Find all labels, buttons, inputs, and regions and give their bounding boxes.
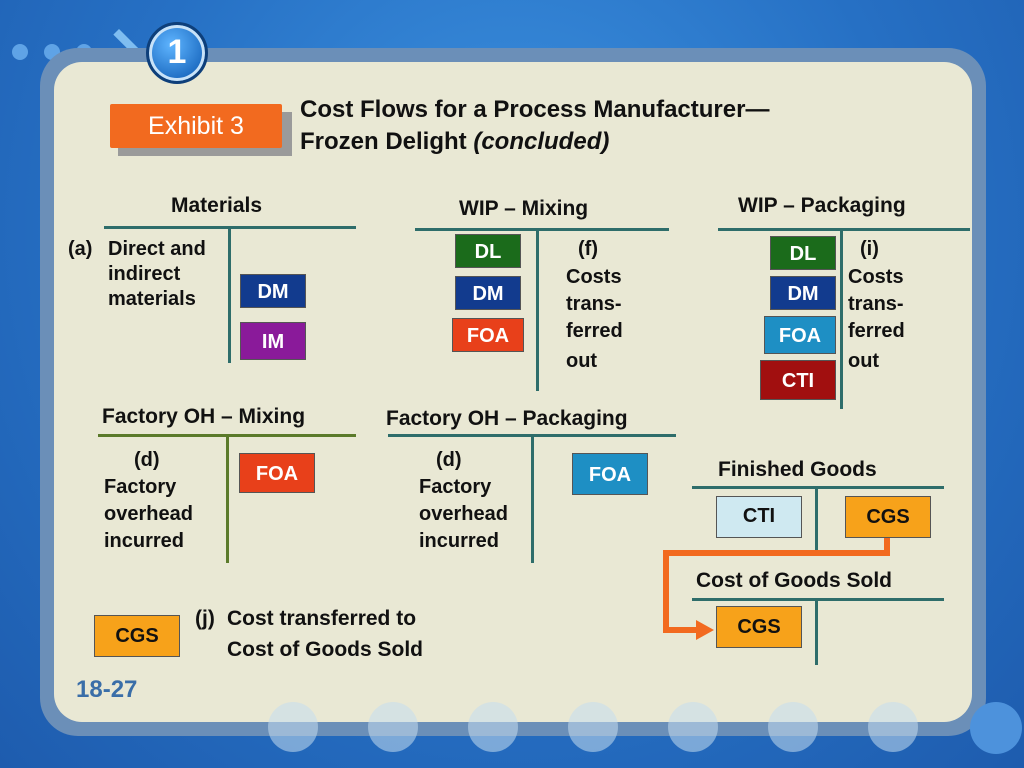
materials-text-2: indirect (108, 263, 181, 285)
materials-text-3: materials (108, 288, 196, 310)
materials-dm-box: DM (240, 274, 306, 308)
slide-number-badge: 1 (146, 22, 208, 84)
slide-title: Cost Flows for a Process Manufacturer— F… (300, 94, 769, 158)
cogs-t-top (692, 598, 944, 601)
cogs-t-stem (815, 599, 818, 665)
decor-dot (12, 44, 28, 60)
wip-packaging-t-stem (840, 229, 843, 409)
arrow-head-icon (696, 620, 714, 640)
materials-text-1: Direct and (108, 238, 206, 260)
exhibit-label: Exhibit 3 (110, 104, 282, 148)
foh-packaging-marker: (d) (436, 449, 462, 471)
foh-mixing-header: Factory OH – Mixing (102, 405, 306, 428)
page-number: 18-27 (76, 676, 138, 703)
title-line-2: Frozen Delight (concluded) (300, 126, 769, 158)
wip-packaging-header: WIP – Packaging (738, 194, 906, 217)
wip-packaging-cti-box: CTI (760, 360, 836, 400)
title-text: Frozen Delight (300, 128, 467, 155)
materials-im-box: IM (240, 322, 306, 360)
wip-mixing-marker: (f) (578, 238, 598, 260)
wip-mixing-foa-box: FOA (452, 318, 524, 352)
materials-marker: (a) (68, 238, 93, 260)
materials-t-stem (228, 227, 231, 363)
note-marker: (j) (195, 607, 215, 630)
foh-mixing-marker: (d) (134, 449, 160, 471)
wip-mixing-text-1: Costs (566, 266, 622, 288)
decor-dot (368, 702, 418, 752)
decor-dot (668, 702, 718, 752)
title-line-1: Cost Flows for a Process Manufacturer— (300, 96, 770, 123)
foh-packaging-header: Factory OH – Packaging (386, 407, 628, 430)
foh-mixing-text-2: overhead (104, 503, 193, 525)
foh-packaging-text-3: incurred (419, 530, 500, 552)
decor-dot (468, 702, 518, 752)
finished-goods-t-stem (815, 487, 818, 551)
foh-mixing-t-stem (226, 435, 229, 563)
cogs-cgs-box: CGS (716, 606, 802, 648)
wip-mixing-header: WIP – Mixing (459, 197, 589, 220)
decor-dot (768, 702, 818, 752)
wip-packaging-text-3: ferred (848, 320, 905, 342)
foh-packaging-t-stem (531, 435, 534, 563)
wip-mixing-dl-box: DL (455, 234, 521, 268)
wip-mixing-dm-box: DM (455, 276, 521, 310)
title-italic: (concluded) (473, 128, 610, 155)
cogs-header: Cost of Goods Sold (696, 569, 892, 592)
decor-dot (868, 702, 918, 752)
note-line-2: Cost of Goods Sold (227, 638, 423, 661)
foh-packaging-text-2: overhead (419, 503, 508, 525)
foh-mixing-foa-box: FOA (239, 453, 315, 493)
finished-goods-header: Finished Goods (718, 458, 877, 481)
foh-mixing-text-3: incurred (104, 530, 185, 552)
wip-packaging-marker: (i) (860, 238, 879, 260)
wip-packaging-text-4: out (848, 350, 880, 372)
foh-packaging-foa-box: FOA (572, 453, 648, 495)
foh-mixing-text-1: Factory (104, 476, 177, 498)
decor-dot (568, 702, 618, 752)
finished-goods-cti-box: CTI (716, 496, 802, 538)
wip-packaging-dm-box: DM (770, 276, 836, 310)
note-line-1: Cost transferred to (227, 607, 417, 630)
wip-mixing-text-2: trans- (566, 293, 622, 315)
finished-goods-cgs-box: CGS (845, 496, 931, 538)
wip-packaging-dl-box: DL (770, 236, 836, 270)
wip-packaging-foa-box: FOA (764, 316, 836, 354)
wip-mixing-t-stem (536, 229, 539, 391)
foh-packaging-text-1: Factory (419, 476, 492, 498)
wip-packaging-text-1: Costs (848, 266, 904, 288)
wip-mixing-text-4: out (566, 350, 598, 372)
wip-mixing-t-top (415, 228, 669, 231)
decor-dot (970, 702, 1022, 754)
note-cgs-box: CGS (94, 615, 180, 657)
wip-mixing-text-3: ferred (566, 320, 623, 342)
decor-dot (268, 702, 318, 752)
wip-packaging-text-2: trans- (848, 293, 904, 315)
finished-goods-t-top (692, 486, 944, 489)
materials-header: Materials (171, 194, 263, 217)
wip-packaging-t-top (718, 228, 970, 231)
